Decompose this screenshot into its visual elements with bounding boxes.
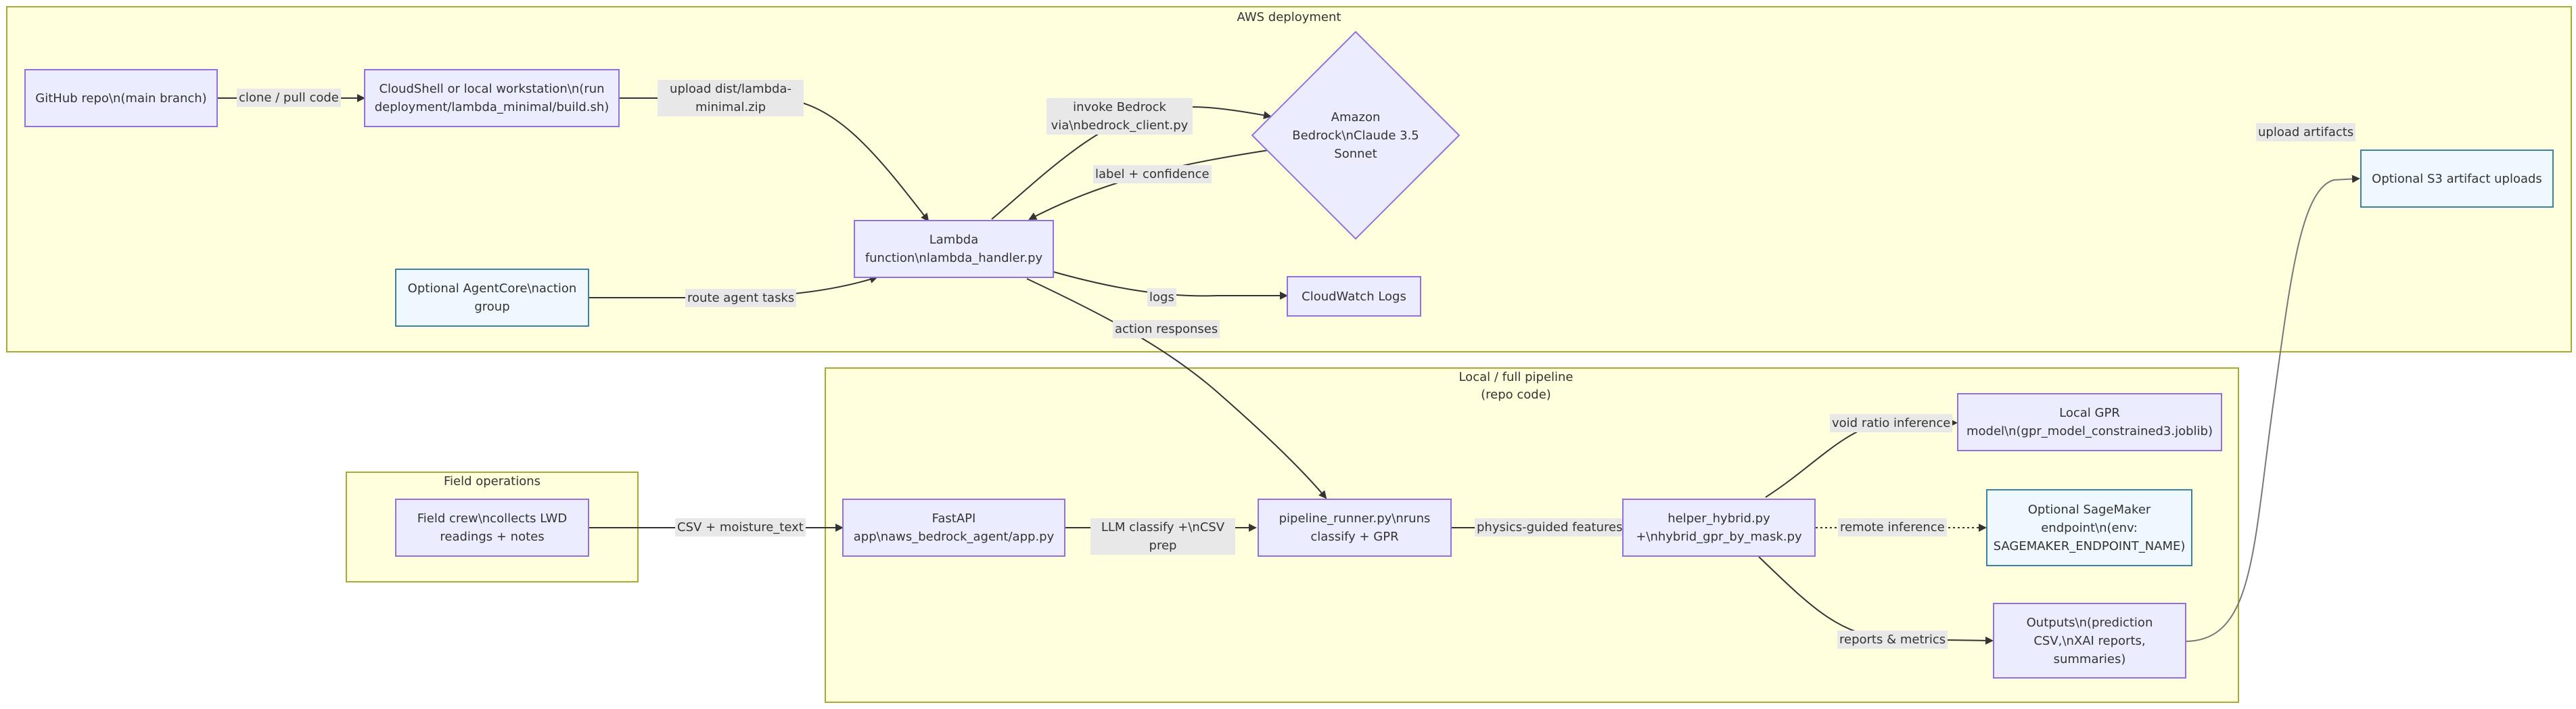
edge-label-physics: physics-guided features — [1475, 518, 1625, 536]
node-lambda: Lambda function\nlambda_handler.py — [854, 220, 1054, 278]
edge-label-remote: remote inference — [1838, 518, 1947, 536]
node-bedrock-label: Amazon Bedrock\nClaude 3.5 Sonnet — [1292, 110, 1419, 161]
edge-label-route: route agent tasks — [685, 289, 797, 307]
edge-label-void: void ratio inference — [1830, 414, 1953, 432]
node-cloudshell: CloudShell or local workstation\n(run de… — [364, 69, 620, 127]
edge-void — [1765, 419, 1958, 498]
cluster-title-aws: AWS deployment — [1237, 10, 1341, 24]
edge-action-responses — [1026, 278, 1327, 499]
node-pipeline-runner: pipeline_runner.py\nruns classify + GPR — [1258, 499, 1452, 557]
edge-label-llm: LLM classify +\nCSV prep — [1090, 518, 1235, 555]
edge-label-invoke: invoke Bedrock via\nbedrock_client.py — [1046, 98, 1193, 135]
edge-label-logs: logs — [1147, 288, 1176, 306]
edge-label-confidence — [1028, 150, 1269, 220]
cluster-title-field: Field operations — [443, 474, 541, 488]
edge-label-upload-zip: upload dist/lambda-minimal.zip — [658, 80, 804, 116]
edge-label-csv: CSV + moisture_text — [675, 518, 806, 536]
edge-reports — [1758, 556, 1994, 645]
edge-label-clone: clone / pull code — [237, 89, 341, 107]
node-bedrock-diamond — [1251, 30, 1460, 240]
node-helper-hybrid: helper_hybrid.py +\nhybrid_gpr_by_mask.p… — [1622, 499, 1816, 557]
edge-upload-artifacts — [2184, 175, 2360, 642]
cluster-title-local: Local / full pipeline (repo code) — [1458, 370, 1573, 402]
edge-label-action: action responses — [1113, 320, 1220, 338]
node-cloudwatch: CloudWatch Logs — [1287, 276, 1421, 317]
edge-label-upload-artifacts: upload artifacts — [2256, 123, 2356, 141]
edge-logs — [1053, 271, 1288, 300]
edge-label-label-confidence: label + confidence — [1093, 165, 1212, 183]
node-outputs: Outputs\n(prediction CSV,\nXAI reports, … — [1993, 603, 2186, 679]
edge-upload-zip — [620, 97, 929, 222]
edge-label-reports: reports & metrics — [1837, 631, 1948, 649]
node-s3-uploads: Optional S3 artifact uploads — [2360, 150, 2554, 208]
node-fastapi: FastAPI app\naws_bedrock_agent/app.py — [842, 499, 1065, 557]
node-agentcore: Optional AgentCore\naction group — [395, 269, 589, 327]
node-field-crew: Field crew\ncollects LWD readings + note… — [395, 499, 589, 557]
node-sagemaker: Optional SageMaker endpoint\n(env: SAGEM… — [1986, 489, 2192, 566]
node-local-gpr: Local GPR model\n(gpr_model_constrained3… — [1957, 393, 2222, 451]
node-github-repo: GitHub repo\n(main branch) — [24, 69, 218, 127]
